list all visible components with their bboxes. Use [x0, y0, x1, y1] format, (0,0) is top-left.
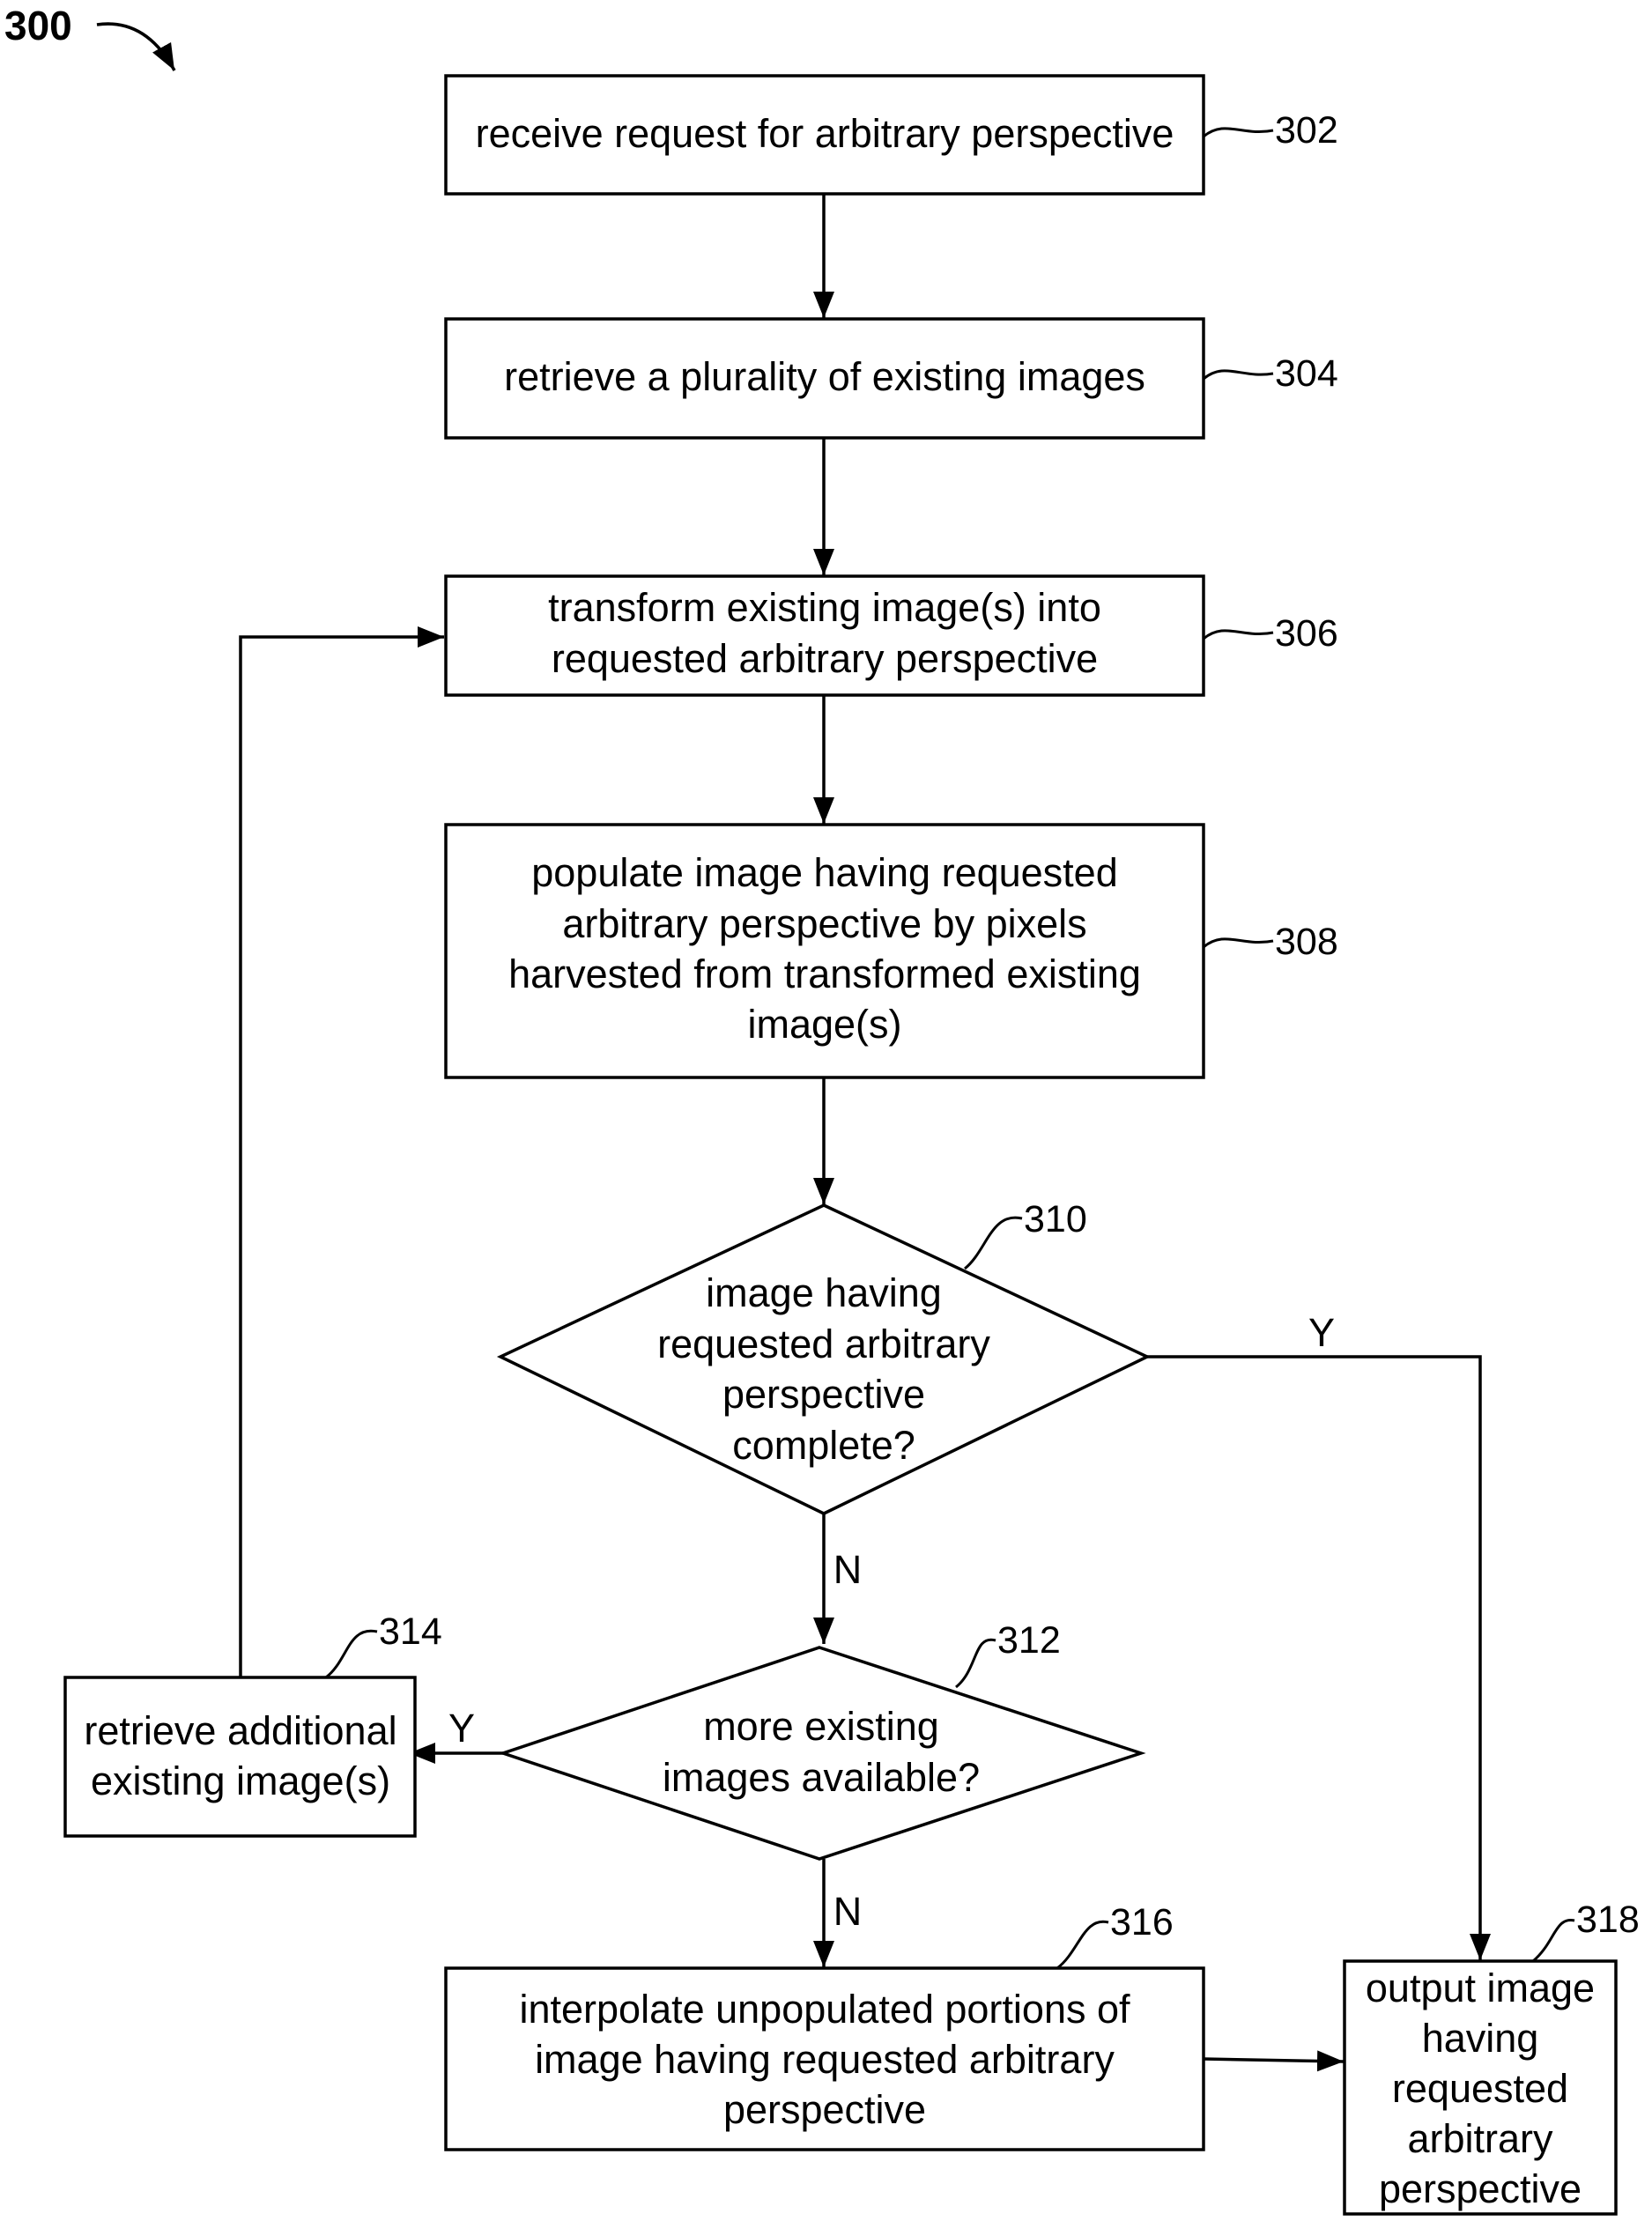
node-316-line-3: perspective: [723, 2087, 926, 2132]
figure-number-arrow: [96, 22, 176, 71]
node-306: transform existing image(s) into request…: [444, 574, 1205, 697]
node-314-line-2: existing image(s): [91, 1758, 390, 1803]
node-308-line-4: image(s): [747, 1002, 901, 1047]
node-316-box: [444, 1966, 1205, 2151]
leader-310: [964, 1216, 1023, 1270]
node-318-line-4: arbitrary: [1407, 2116, 1553, 2161]
node-308: populate image having requested arbitrar…: [444, 823, 1205, 1079]
ref-316: 316: [1110, 1901, 1174, 1943]
node-318-line-1: output image: [1366, 1966, 1595, 2010]
node-310: image having requested arbitrary perspec…: [496, 1203, 1152, 1515]
node-310-line-4: complete?: [732, 1423, 915, 1468]
node-306-line-2: requested arbitrary perspective: [552, 636, 1098, 681]
figure-number: 300: [4, 3, 72, 48]
leader-314: [325, 1629, 378, 1679]
edge-316-318: [1203, 2050, 1345, 2072]
leader-306: [1203, 629, 1274, 640]
ref-314: 314: [379, 1610, 442, 1653]
leader-316: [1056, 1920, 1109, 1970]
node-314: retrieve additional existing image(s): [63, 1676, 417, 1838]
node-308-line-1: populate image having requested: [531, 850, 1118, 895]
node-310-line-3: perspective: [722, 1372, 925, 1417]
node-310-diamond: [496, 1203, 1152, 1515]
node-312-line-1: more existing: [703, 1704, 939, 1749]
node-318: output image having requested arbitrary …: [1343, 1959, 1618, 2216]
edge-label-312-yes: Y: [448, 1706, 475, 1751]
leader-302: [1203, 127, 1274, 138]
edge-label-310-yes: Y: [1308, 1310, 1335, 1355]
node-314-line-1: retrieve additional: [84, 1708, 396, 1753]
node-310-line-1: image having: [706, 1270, 942, 1315]
ref-306: 306: [1275, 612, 1338, 655]
ref-302: 302: [1275, 109, 1338, 152]
node-308-line-2: arbitrary perspective by pixels: [562, 901, 1086, 946]
node-312-diamond: [498, 1646, 1146, 1861]
node-302-line-1: receive request for arbitrary perspectiv…: [476, 111, 1174, 156]
ref-310: 310: [1024, 1198, 1087, 1240]
node-316: interpolate unpopulated portions of imag…: [444, 1966, 1205, 2151]
edge-310-318-yes: [1147, 1355, 1491, 1960]
leader-308: [1203, 937, 1274, 949]
node-316-line-2: image having requested arbitrary: [535, 2037, 1115, 2082]
node-312: more existing images available?: [498, 1646, 1146, 1861]
node-302: receive request for arbitrary perspectiv…: [444, 74, 1205, 196]
node-314-box: [63, 1676, 417, 1838]
node-310-line-2: requested arbitrary: [657, 1321, 990, 1366]
edge-label-310-no: N: [833, 1547, 863, 1592]
node-316-line-1: interpolate unpopulated portions of: [519, 1987, 1130, 2032]
node-304-line-1: retrieve a plurality of existing images: [504, 354, 1145, 399]
ref-308: 308: [1275, 921, 1338, 963]
node-318-line-2: having: [1422, 2016, 1539, 2061]
node-308-line-3: harvested from transformed existing: [508, 951, 1141, 996]
node-304: retrieve a plurality of existing images: [444, 317, 1205, 440]
edge-314-306-loop: [239, 626, 444, 1677]
node-306-box: [444, 574, 1205, 697]
node-308-box: [444, 823, 1205, 1079]
node-312-line-2: images available?: [663, 1755, 980, 1800]
node-318-box: [1343, 1959, 1618, 2216]
node-306-line-1: transform existing image(s) into: [548, 585, 1101, 630]
leader-318: [1532, 1919, 1575, 1963]
node-302-box: [444, 74, 1205, 196]
ref-312: 312: [997, 1619, 1061, 1662]
node-304-box: [444, 317, 1205, 440]
edge-label-312-no: N: [833, 1889, 863, 1934]
ref-304: 304: [1275, 352, 1338, 395]
connectors: [239, 194, 1491, 2072]
leader-304: [1203, 369, 1274, 381]
node-318-line-3: requested: [1392, 2066, 1568, 2111]
node-318-line-5: perspective: [1379, 2166, 1582, 2211]
leader-312: [955, 1638, 996, 1689]
ref-318: 318: [1576, 1899, 1640, 1941]
